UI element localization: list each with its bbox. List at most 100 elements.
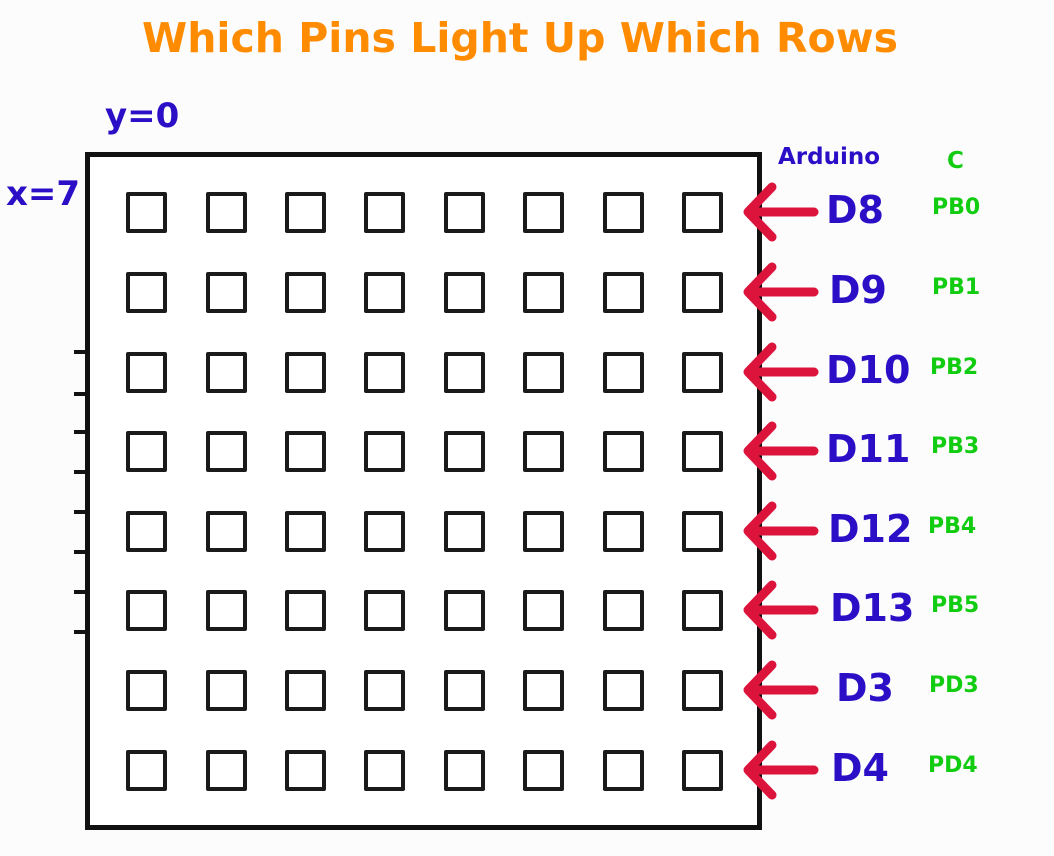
led-cell bbox=[285, 750, 326, 791]
led-cell bbox=[682, 750, 723, 791]
led-cell bbox=[682, 670, 723, 711]
led-cell bbox=[603, 511, 644, 552]
arrow-left-icon bbox=[743, 501, 819, 561]
led-matrix bbox=[85, 152, 762, 830]
arduino-pin-label: D9 bbox=[829, 268, 887, 312]
pin-tick bbox=[74, 470, 85, 474]
arduino-pin-label: D4 bbox=[831, 746, 889, 790]
arrow-left-icon bbox=[743, 660, 819, 720]
led-cell bbox=[523, 511, 564, 552]
pin-tick bbox=[74, 392, 85, 396]
led-cell bbox=[206, 670, 247, 711]
led-cell bbox=[285, 431, 326, 472]
pin-tick bbox=[74, 430, 85, 434]
led-cell bbox=[682, 511, 723, 552]
led-cell bbox=[523, 590, 564, 631]
x-axis-label: x=7 bbox=[6, 174, 81, 214]
arduino-column-header: Arduino bbox=[778, 144, 881, 170]
led-cell bbox=[126, 352, 167, 393]
led-cell bbox=[285, 352, 326, 393]
led-cell bbox=[444, 511, 485, 552]
port-pin-label: PB3 bbox=[931, 434, 980, 459]
led-cell bbox=[206, 272, 247, 313]
led-cell bbox=[285, 590, 326, 631]
c-column-header: C bbox=[947, 148, 964, 174]
led-cell bbox=[603, 272, 644, 313]
port-pin-label: PB0 bbox=[932, 195, 981, 220]
arrow-left-icon bbox=[743, 182, 819, 242]
pin-tick bbox=[74, 630, 85, 634]
led-cell bbox=[364, 670, 405, 711]
led-cell bbox=[364, 511, 405, 552]
led-cell bbox=[682, 352, 723, 393]
diagram-title: Which Pins Light Up Which Rows bbox=[142, 14, 898, 62]
port-pin-label: PD3 bbox=[929, 673, 979, 698]
arrow-left-icon bbox=[743, 421, 819, 481]
led-cell bbox=[523, 670, 564, 711]
led-cell bbox=[603, 352, 644, 393]
led-cell bbox=[206, 192, 247, 233]
led-cell bbox=[603, 750, 644, 791]
pin-tick bbox=[74, 550, 85, 554]
led-cell bbox=[603, 431, 644, 472]
led-cell bbox=[444, 670, 485, 711]
led-cell bbox=[523, 431, 564, 472]
led-cell bbox=[126, 590, 167, 631]
arduino-pin-label: D12 bbox=[828, 507, 913, 551]
led-cell bbox=[364, 272, 405, 313]
port-pin-label: PB5 bbox=[931, 593, 980, 618]
arrow-left-icon bbox=[743, 342, 819, 402]
led-cell bbox=[603, 192, 644, 233]
led-cell bbox=[126, 272, 167, 313]
led-cell bbox=[682, 590, 723, 631]
led-cell bbox=[364, 192, 405, 233]
arrow-left-icon bbox=[743, 262, 819, 322]
led-cell bbox=[206, 750, 247, 791]
y-axis-label: y=0 bbox=[105, 96, 180, 136]
led-cell bbox=[523, 192, 564, 233]
led-cell bbox=[285, 192, 326, 233]
led-cell bbox=[206, 431, 247, 472]
pin-tick bbox=[74, 590, 85, 594]
led-cell bbox=[364, 431, 405, 472]
port-pin-label: PB4 bbox=[928, 514, 977, 539]
led-cell bbox=[444, 272, 485, 313]
led-cell bbox=[523, 272, 564, 313]
led-cell bbox=[126, 750, 167, 791]
led-cell bbox=[364, 750, 405, 791]
led-cell bbox=[206, 590, 247, 631]
led-cell bbox=[682, 431, 723, 472]
port-pin-label: PB2 bbox=[930, 355, 979, 380]
arrow-left-icon bbox=[743, 580, 819, 640]
led-cell bbox=[206, 352, 247, 393]
pin-tick bbox=[74, 510, 85, 514]
arduino-pin-label: D11 bbox=[826, 427, 911, 471]
arduino-pin-label: D8 bbox=[826, 188, 884, 232]
port-pin-label: PB1 bbox=[932, 275, 981, 300]
led-cell bbox=[364, 352, 405, 393]
led-cell bbox=[523, 352, 564, 393]
arduino-pin-label: D13 bbox=[830, 586, 915, 630]
led-cell bbox=[126, 670, 167, 711]
led-cell bbox=[682, 192, 723, 233]
led-cell bbox=[682, 272, 723, 313]
led-cell bbox=[126, 431, 167, 472]
led-cell bbox=[126, 192, 167, 233]
arduino-pin-label: D10 bbox=[826, 348, 911, 392]
led-cell bbox=[444, 431, 485, 472]
led-cell bbox=[285, 670, 326, 711]
arduino-pin-label: D3 bbox=[836, 666, 894, 710]
port-pin-label: PD4 bbox=[928, 753, 978, 778]
led-cell bbox=[523, 750, 564, 791]
led-cell bbox=[444, 590, 485, 631]
led-cell bbox=[603, 670, 644, 711]
led-cell bbox=[603, 590, 644, 631]
led-cell bbox=[285, 511, 326, 552]
led-cell bbox=[285, 272, 326, 313]
led-cell bbox=[444, 750, 485, 791]
arrow-left-icon bbox=[743, 740, 819, 800]
pin-tick bbox=[74, 350, 85, 354]
led-cell bbox=[444, 352, 485, 393]
led-cell bbox=[126, 511, 167, 552]
led-cell bbox=[206, 511, 247, 552]
